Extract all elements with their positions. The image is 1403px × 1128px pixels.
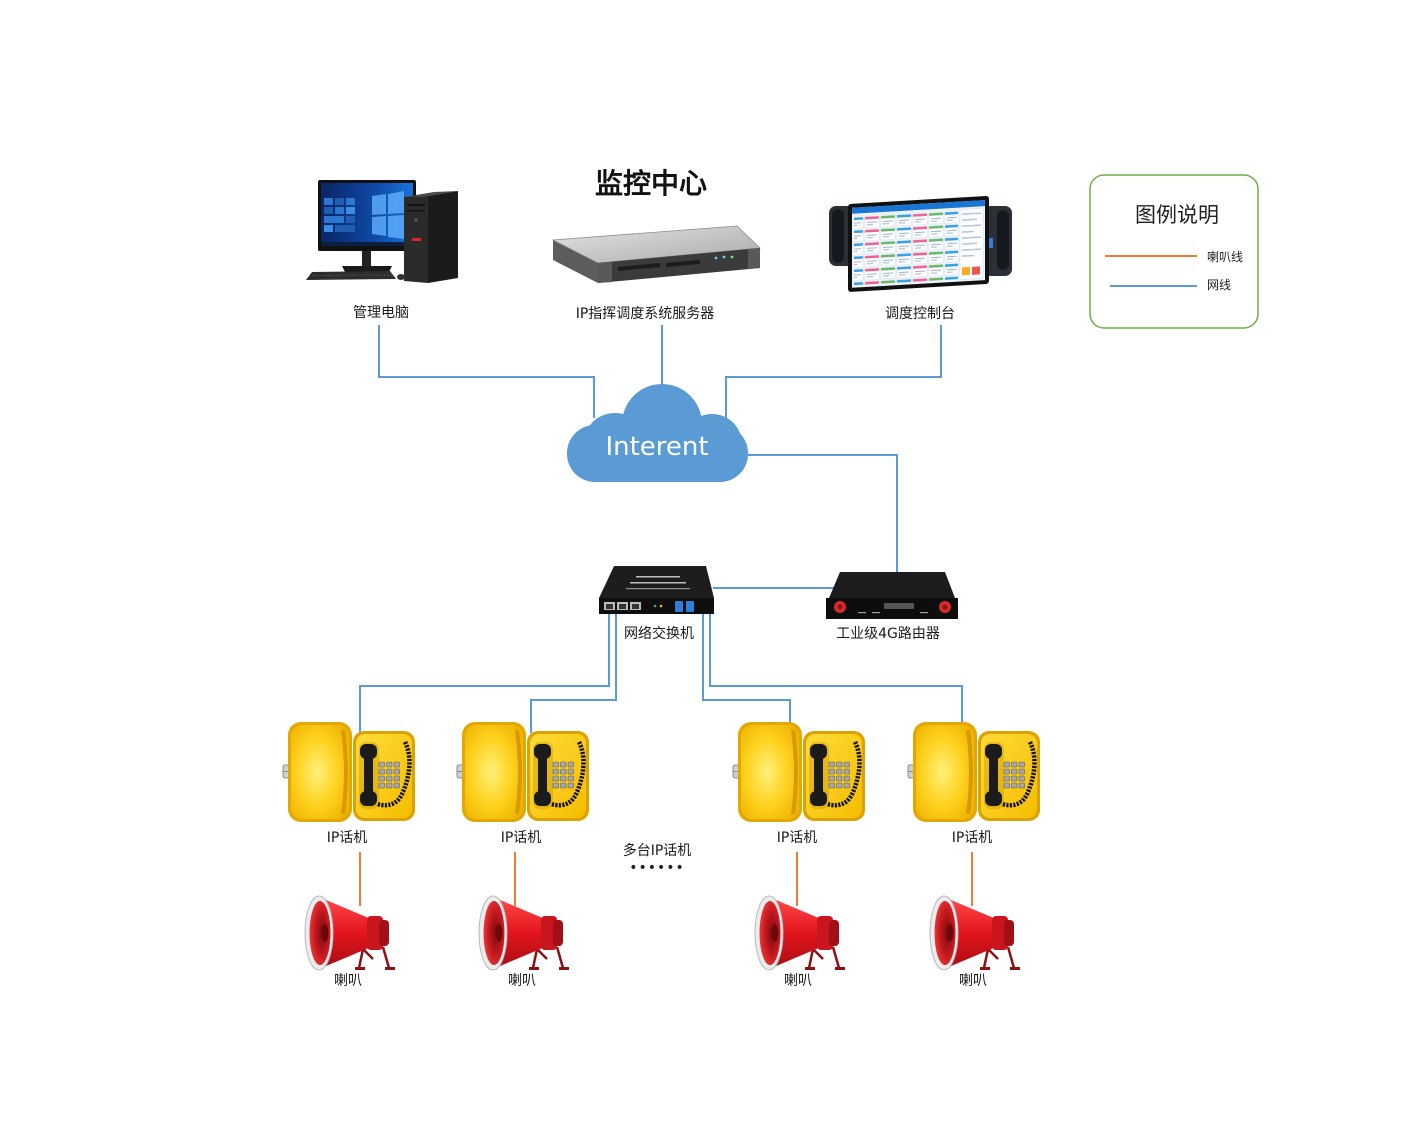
network-cable-console-cloud (725, 325, 942, 425)
network-cable-switch-phone-3 (702, 614, 791, 733)
network-cable-switch-phone-2 (530, 614, 617, 733)
pc-label: 管理电脑 (353, 305, 409, 321)
more-phones-ellipsis: •••••• (629, 860, 685, 876)
industrial-4g-router-icon (826, 572, 958, 619)
more-phones-label: 多台IP话机 (623, 842, 692, 859)
ip-phone-icon (733, 722, 865, 822)
horn-speaker-icon (303, 894, 397, 972)
network-cable-switch-phone-1 (359, 614, 610, 733)
legend-label-speaker-cable: 喇叭线 (1207, 249, 1243, 264)
network-cables (359, 325, 963, 733)
network-cable-switch-phone-4 (709, 614, 963, 733)
page-title: 监控中心 (595, 167, 707, 200)
network-cable-cloud-router (748, 454, 898, 572)
phone-label-4: IP话机 (952, 830, 993, 846)
cloud-icon (567, 384, 748, 482)
horn-speaker-icon (753, 894, 847, 972)
ip-phone-icon (283, 722, 415, 822)
horn-speaker-icon (928, 894, 1022, 972)
legend: 图例说明 喇叭线 网线 (1089, 174, 1259, 329)
speaker-label-4: 喇叭 (959, 973, 987, 989)
phone-label-2: IP话机 (501, 830, 542, 846)
legend-label-network-cable: 网线 (1207, 278, 1231, 292)
speaker-label-3: 喇叭 (784, 973, 812, 989)
phone-label-1: IP话机 (327, 830, 368, 846)
cloud-label: Interent (605, 432, 708, 462)
router-label: 工业级4G路由器 (836, 626, 940, 642)
network-cable-pc-cloud (378, 325, 595, 418)
speaker-cables (359, 852, 973, 906)
horn-speaker-icon (477, 894, 571, 972)
rack-server-icon (551, 225, 761, 283)
console-label: 调度控制台 (885, 306, 955, 322)
server-label: IP指挥调度系统服务器 (576, 306, 715, 322)
legend-box (1089, 174, 1259, 329)
speaker-label-2: 喇叭 (508, 973, 536, 989)
switch-label: 网络交换机 (624, 625, 694, 642)
dispatch-console-icon (829, 196, 1012, 292)
legend-title: 图例说明 (1135, 203, 1219, 227)
ip-phone-icon (908, 722, 1040, 822)
desktop-computer-icon (306, 180, 458, 283)
phone-label-3: IP话机 (777, 830, 818, 846)
network-switch-icon (599, 566, 714, 614)
speaker-label-1: 喇叭 (334, 973, 362, 989)
ip-phone-icon (457, 722, 589, 822)
